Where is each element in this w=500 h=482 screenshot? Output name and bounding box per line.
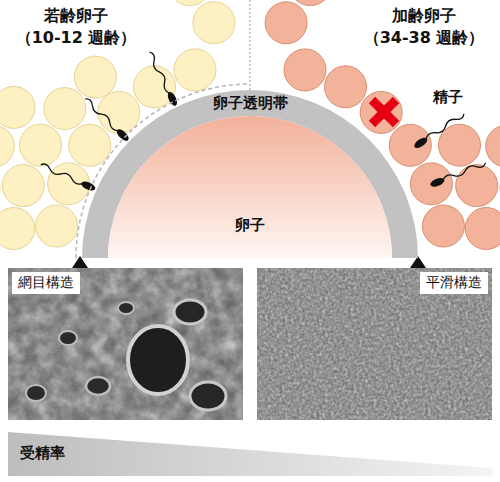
node-text: 平滑構造 [420,272,488,294]
illustration-shape [429,159,487,188]
illustration-shape [174,300,206,324]
illustration-shape [174,49,216,91]
illustration-shape [26,385,46,401]
illustration-shape [325,66,367,108]
cumulus-cells [0,0,500,257]
illustration-shape [84,97,121,133]
illustration-shape [8,432,492,476]
illustration-shape [82,90,418,258]
node-text: 網目構造 [12,272,80,294]
illustration-shape [0,125,14,167]
fertilization-rate-wedge-shape [8,428,492,478]
illustration-shape [69,124,111,166]
illustration-shape [166,91,179,108]
illustration-shape [8,268,243,420]
illustration-shape [486,125,500,167]
illustration-shape [429,176,446,188]
oocyte-body: 卵子 [108,116,392,258]
illustration-shape [40,163,84,186]
illustration-shape [456,165,498,207]
fertilization-rate-wedge: 受精率 [8,428,492,478]
group-heading: （34-38 週齢） [361,28,488,49]
illustration-shape [86,377,110,395]
illustration-shape [190,382,226,410]
illustration-shape [128,326,188,394]
illustration-shape [147,51,172,95]
illustration-shape [59,331,77,345]
illustration-shape [369,97,399,127]
illustration-shape [360,91,402,133]
illustration-shape [284,49,326,91]
illustration-shape [44,88,86,130]
group-heading: 加齢卵子 [389,6,459,27]
illustration-shape [410,163,452,205]
illustration-shape [74,56,116,98]
illustration-shape [0,208,35,250]
sem-image-mesh: 網目構造 [8,268,243,420]
illustration-shape [2,165,44,207]
illustration-shape [424,112,465,142]
illustration-shape [193,2,235,44]
illustration-shape [257,268,492,420]
sem-image-smooth: 平滑構造 [257,268,492,420]
illustration-shape [439,124,481,166]
illustration-shape [422,205,464,247]
illustration-shape [118,302,134,314]
illustration-shape [83,96,131,143]
illustration-shape [289,0,331,6]
illustration-shape [0,86,35,128]
illustration-shape [413,111,466,150]
node-text: 卵子 [108,216,392,235]
illustration-shape [369,97,399,127]
node-text: 受精率 [20,444,65,463]
illustration-shape [20,124,62,166]
illustration-shape [39,162,96,193]
illustration-shape [108,116,392,258]
oocyte-body-shape [108,116,392,258]
group-heading: （10-12 週齢） [13,28,140,49]
illustration-shape [134,66,176,108]
illustration-shape [98,91,140,133]
group-heading: 若齢卵子 [41,6,111,27]
illustration-shape [389,124,431,166]
illustration-shape [146,51,179,108]
node-text: 卵子透明帯 [82,94,418,113]
illustration-shape [8,268,243,420]
illustration-shape [169,0,211,6]
illustration-shape [369,97,399,127]
sperm-label: 精子 [430,88,466,107]
divider-line [250,0,251,95]
zona-pellucida-band: 卵子透明帯卵子 [82,90,418,258]
illustration-shape [265,2,307,44]
illustration-shape [36,205,78,247]
illustration-shape [413,136,429,150]
illustration-shape [442,161,487,183]
illustration-shape [257,268,492,420]
illustration-shape [465,208,500,250]
